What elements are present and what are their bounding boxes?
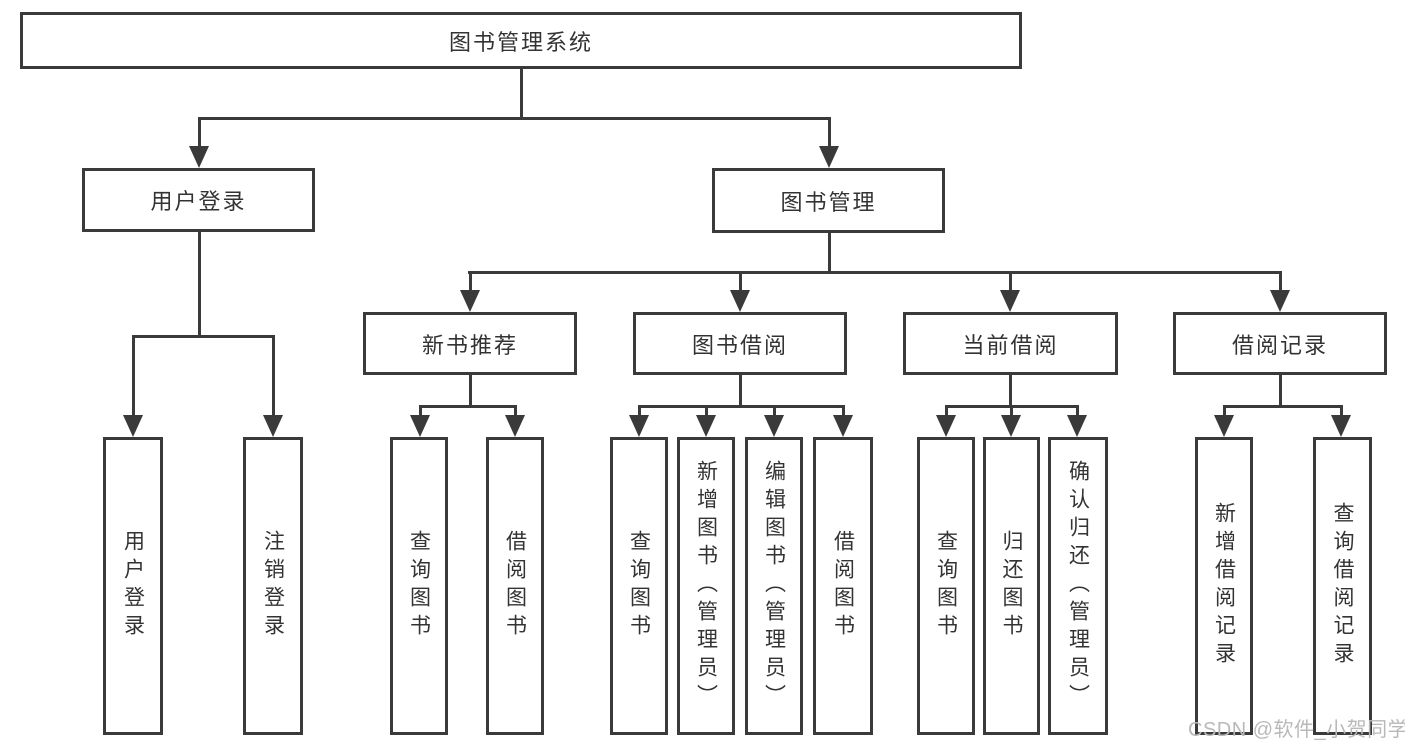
arrow-down-icon <box>1067 415 1087 437</box>
node-label: 编辑图书（管理员） <box>762 460 786 712</box>
connector-line <box>828 117 831 148</box>
node-label: 借阅图书 <box>503 530 527 642</box>
arrow-down-icon <box>1000 290 1020 312</box>
node-label: 查询借阅记录 <box>1331 502 1355 670</box>
node-label: 查询图书 <box>407 530 431 642</box>
node-book-management: 图书管理 <box>712 168 945 233</box>
node-book-borrow: 图书借阅 <box>633 312 847 375</box>
node-user-login: 用户登录 <box>82 168 315 232</box>
connector-line <box>469 271 472 293</box>
connector-line <box>842 405 845 417</box>
node-label: 查询图书 <box>934 530 958 642</box>
node-label: 新增借阅记录 <box>1212 502 1236 670</box>
connector-line <box>419 405 517 408</box>
connector-line <box>638 405 641 417</box>
leaf-records-add-record: 新增借阅记录 <box>1195 437 1253 735</box>
node-label: 归还图书 <box>1000 530 1024 642</box>
arrow-down-icon <box>123 415 143 437</box>
arrow-down-icon <box>1331 415 1351 437</box>
node-label: 用户登录 <box>121 530 145 642</box>
node-label: 借阅记录 <box>1231 332 1328 358</box>
connector-line <box>1076 405 1079 417</box>
node-label: 图书管理系统 <box>448 29 593 55</box>
node-label: 图书管理 <box>780 189 877 215</box>
arrow-down-icon <box>696 415 716 437</box>
connector-line <box>1279 271 1282 293</box>
arrow-down-icon <box>730 290 750 312</box>
arrow-down-icon <box>819 146 839 168</box>
node-label: 借阅图书 <box>831 530 855 642</box>
leaf-user-login: 用户登录 <box>103 437 163 735</box>
connector-line <box>1340 405 1343 417</box>
arrow-down-icon <box>189 146 209 168</box>
csdn-watermark: CSDN @软件_小贺同学 <box>1188 719 1405 741</box>
node-label: 新书推荐 <box>421 332 518 358</box>
arrow-down-icon <box>1001 415 1021 437</box>
connector-line <box>638 405 845 408</box>
node-new-book-recommend: 新书推荐 <box>363 312 577 375</box>
connector-line <box>514 405 517 417</box>
leaf-current-confirm-return-admin: 确认归还（管理员） <box>1048 437 1108 735</box>
connector-line <box>1223 405 1343 408</box>
connector-line <box>739 375 742 408</box>
node-label: 注销登录 <box>261 530 285 642</box>
node-root: 图书管理系统 <box>20 12 1022 69</box>
connector-line <box>520 68 523 118</box>
leaf-borrow-borrow-books: 借阅图书 <box>813 437 873 735</box>
arrow-down-icon <box>629 415 649 437</box>
leaf-records-query-record: 查询借阅记录 <box>1313 437 1372 735</box>
arrow-down-icon <box>1214 415 1234 437</box>
node-label: 图书借阅 <box>691 332 788 358</box>
connector-line <box>1223 405 1226 417</box>
connector-line <box>132 335 135 419</box>
connector-line <box>468 271 1282 274</box>
connector-line <box>705 405 708 417</box>
arrow-down-icon <box>833 415 853 437</box>
leaf-borrow-query-books: 查询图书 <box>610 437 668 735</box>
connector-line <box>828 233 831 274</box>
node-borrow-records: 借阅记录 <box>1173 312 1387 375</box>
node-label: 新增图书（管理员） <box>694 460 718 712</box>
connector-line <box>419 405 422 417</box>
connector-line <box>198 117 831 120</box>
arrow-down-icon <box>410 415 430 437</box>
arrow-down-icon <box>936 415 956 437</box>
connector-line <box>739 271 742 293</box>
leaf-borrow-edit-books-admin: 编辑图书（管理员） <box>745 437 803 735</box>
arrow-down-icon <box>263 415 283 437</box>
connector-line <box>198 117 201 148</box>
leaf-recommend-query-books: 查询图书 <box>390 437 448 735</box>
connector-line <box>773 405 776 417</box>
node-label: 确认归还（管理员） <box>1066 460 1090 712</box>
arrow-down-icon <box>1270 290 1290 312</box>
connector-line <box>1009 375 1012 408</box>
node-label: 用户登录 <box>150 189 247 214</box>
node-label: 查询图书 <box>627 530 651 642</box>
connector-line <box>198 232 201 338</box>
connector-line <box>1009 271 1012 293</box>
connector-line <box>945 405 948 417</box>
leaf-recommend-borrow-books: 借阅图书 <box>486 437 544 735</box>
node-label: 当前借阅 <box>962 332 1059 358</box>
connector-line <box>1010 405 1013 417</box>
leaf-current-query-books: 查询图书 <box>917 437 975 735</box>
arrow-down-icon <box>505 415 525 437</box>
arrow-down-icon <box>460 290 480 312</box>
connector-line <box>132 335 274 338</box>
connector-line <box>272 335 275 419</box>
connector-line <box>1279 375 1282 408</box>
connector-line <box>469 375 472 408</box>
leaf-logout: 注销登录 <box>243 437 303 735</box>
leaf-borrow-add-books-admin: 新增图书（管理员） <box>677 437 735 735</box>
node-current-borrow: 当前借阅 <box>903 312 1118 375</box>
leaf-current-return-books: 归还图书 <box>983 437 1040 735</box>
arrow-down-icon <box>764 415 784 437</box>
